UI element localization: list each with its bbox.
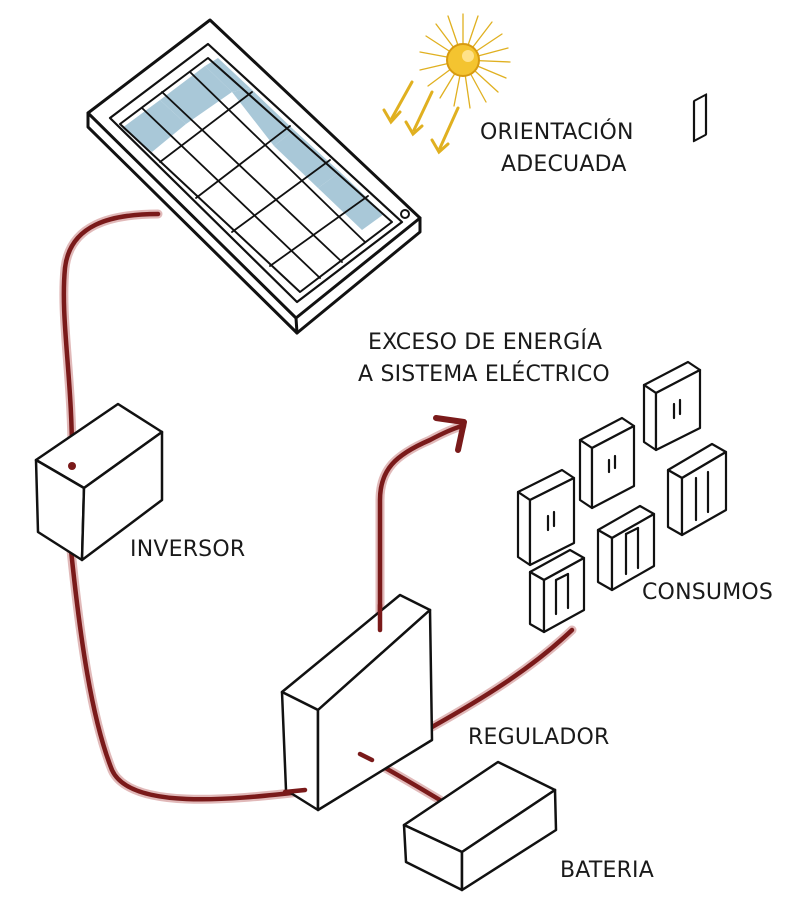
solar-panel	[86, 18, 422, 335]
consumers-label: CONSUMOS	[642, 580, 774, 605]
consumer-device	[528, 548, 586, 634]
power-cables	[59, 209, 577, 805]
excess-energy-label-line1: EXCESO DE ENERGÍA	[368, 330, 603, 355]
orientation-label-line1: ORIENTACIÓN	[480, 120, 634, 145]
excess-energy-label-line2: A SISTEMA ELÉCTRICO	[358, 362, 610, 387]
consumer-device	[516, 468, 576, 567]
sun-ray-arrows	[382, 80, 460, 155]
inverter-label: INVERSOR	[130, 537, 246, 562]
orientation-label-line2: ADECUADA	[501, 152, 627, 177]
regulator-label: REGULADOR	[468, 725, 610, 750]
battery-box	[402, 760, 558, 892]
sun-icon	[419, 13, 511, 109]
inverter-box	[34, 402, 164, 562]
consumer-device	[578, 416, 636, 510]
consumer-device	[596, 504, 656, 592]
consumer-device	[666, 93, 728, 537]
regulator-box	[280, 593, 434, 812]
consumer-devices	[516, 93, 728, 634]
battery-label: BATERIA	[560, 858, 654, 883]
consumer-device	[642, 360, 702, 452]
